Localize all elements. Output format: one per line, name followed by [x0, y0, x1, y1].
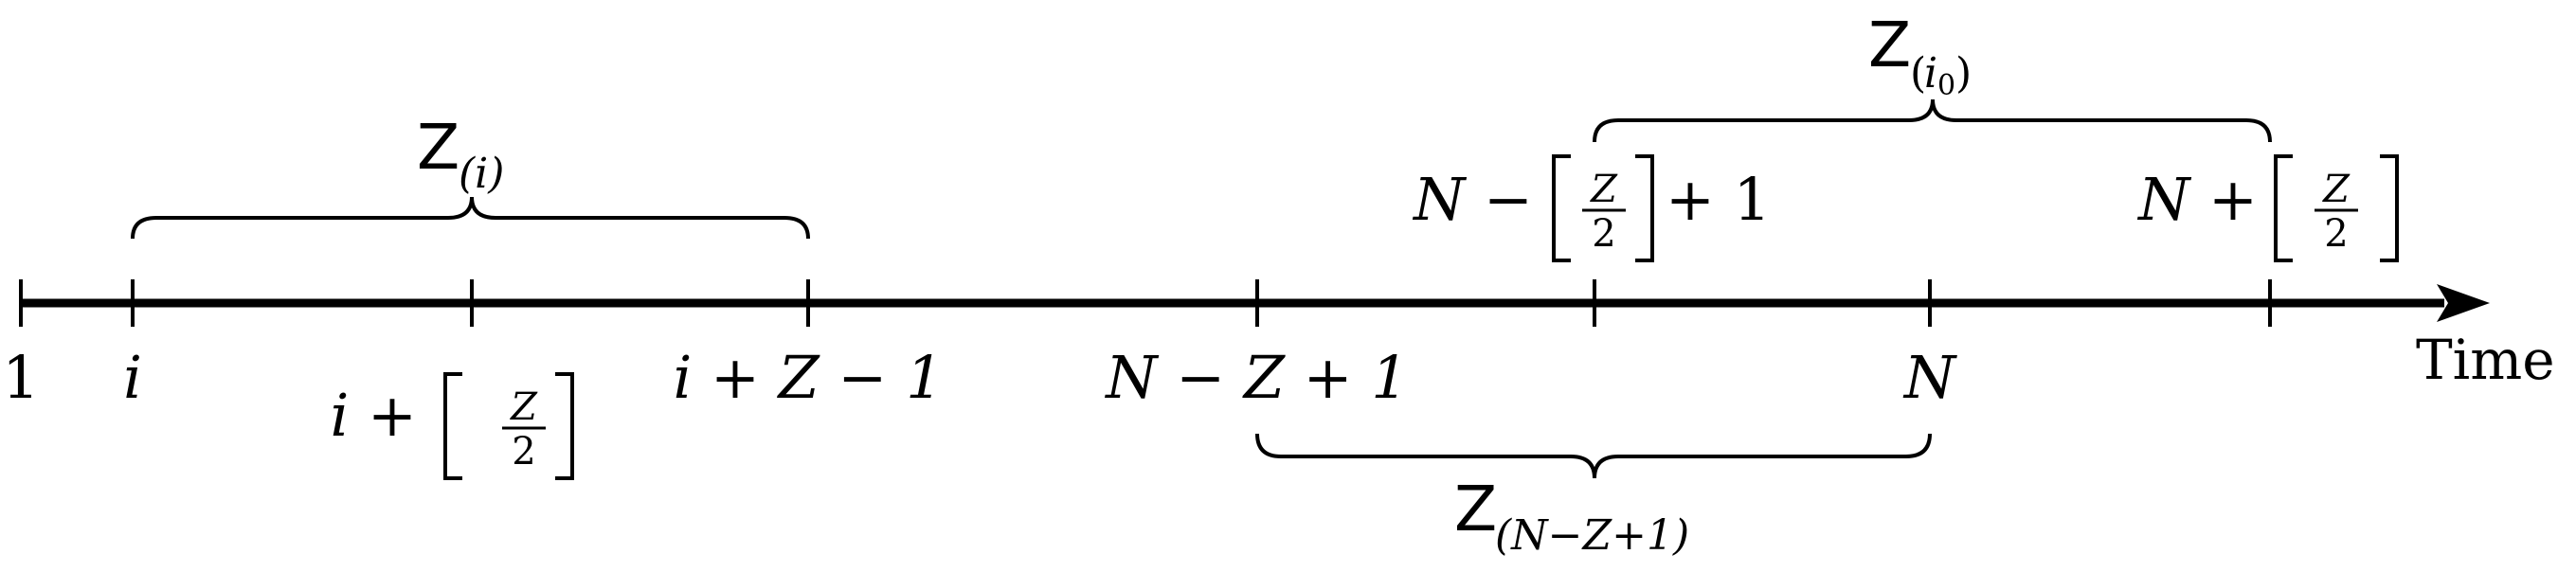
tick-label-1: 1 [2, 343, 39, 412]
brace-zi0-sub-close: ) [1955, 49, 1972, 98]
right-bracket [2380, 154, 2399, 262]
tick-marks [19, 279, 2272, 327]
right-bracket [555, 372, 574, 480]
tick-label-n-minus-half: N − Z 2 + 1 [1412, 154, 1771, 262]
fraction-denominator: 2 [512, 430, 535, 474]
tick-label-n-z-1: N − Z + 1 [1104, 343, 1409, 412]
tick-label-n-minus-half-prefix: N − [1412, 165, 1533, 234]
tick-label-n-plus-half: N + Z 2 [2136, 154, 2399, 262]
left-bracket [1552, 154, 1571, 262]
axis-arrowhead [2437, 284, 2490, 322]
brace-zi0-label: Z ( i 0 ) [1868, 9, 1972, 102]
tick-label-n: N [1902, 343, 1958, 412]
brace-zi-base: Z [417, 111, 459, 184]
tick-label-i-half: i + Z 2 [331, 372, 574, 480]
fraction-numerator: Z [2321, 168, 2351, 211]
tick-label-i: i [123, 343, 142, 412]
right-bracket [1635, 154, 1654, 262]
left-bracket [443, 372, 462, 480]
tick-label-i-z-1: i + Z − 1 [673, 343, 943, 412]
left-bracket [2274, 154, 2293, 262]
fraction-numerator: Z [1589, 168, 1618, 211]
brace-znz1-base: Z [1454, 473, 1497, 545]
tick-label-n-minus-half-suffix: + 1 [1666, 165, 1771, 234]
tick-label-i-half-prefix: i + [331, 381, 418, 450]
brace-znz1-subscript: (N−Z+1) [1495, 511, 1689, 560]
brace-zi0-sub-var: i [1924, 49, 1937, 98]
brace-zi [131, 196, 810, 240]
brace-zi0-sub-open: ( [1910, 49, 1926, 98]
brace-zi0-base: Z [1868, 9, 1911, 81]
brace-zi-subscript: (i) [459, 150, 504, 198]
brace-zi-label: Z (i) [417, 111, 504, 198]
brace-zi0-sub-var-sub: 0 [1937, 69, 1955, 102]
brace-znz1-label: Z (N−Z+1) [1454, 473, 1689, 560]
tick-label-n-plus-half-prefix: N + [2136, 165, 2258, 234]
fraction-numerator: Z [509, 385, 538, 429]
axis-label-time: Time [2416, 328, 2555, 392]
brace-zi0 [1593, 98, 2272, 143]
fraction-denominator: 2 [1592, 212, 1615, 256]
fraction-denominator: 2 [2324, 212, 2348, 256]
brace-znz1 [1255, 433, 1932, 479]
